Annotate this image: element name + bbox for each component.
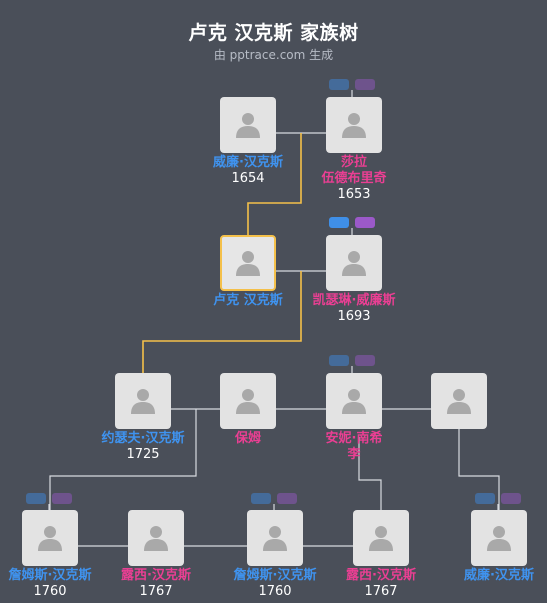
person-silhouette-icon [341, 387, 367, 415]
person-silhouette-icon [341, 249, 367, 277]
person-silhouette-icon [143, 524, 169, 552]
father-toggle-icon[interactable] [329, 355, 349, 366]
person-silhouette-icon [368, 524, 394, 552]
person-card[interactable] [326, 97, 382, 153]
person-name[interactable]: 威廉·汉克斯 [213, 155, 283, 170]
birth-year: 1693 [337, 309, 371, 324]
person-name[interactable]: 威廉·汉克斯 [464, 568, 534, 583]
mother-toggle-icon[interactable] [355, 79, 375, 90]
birth-year: 1767 [139, 584, 173, 599]
father-toggle-icon[interactable] [251, 493, 271, 504]
person-card[interactable] [326, 235, 382, 291]
person-card[interactable] [220, 97, 276, 153]
mother-toggle-icon[interactable] [355, 217, 375, 228]
child-line [358, 437, 382, 510]
person-card[interactable] [326, 373, 382, 429]
ancestor-line [142, 271, 302, 373]
father-toggle-icon[interactable] [329, 217, 349, 228]
person-name-line2[interactable]: 伍德布里奇 [321, 171, 387, 186]
person-card[interactable] [220, 235, 276, 291]
birth-year: 1760 [33, 584, 67, 599]
person-name[interactable]: 卢克 汉克斯 [213, 293, 283, 308]
person-name[interactable]: 詹姆斯·汉克斯 [8, 568, 92, 583]
person-name[interactable]: 詹姆斯·汉克斯 [233, 568, 317, 583]
mother-toggle-icon[interactable] [501, 493, 521, 504]
person-silhouette-icon [235, 387, 261, 415]
person-card[interactable] [128, 510, 184, 566]
mother-toggle-icon[interactable] [277, 493, 297, 504]
father-toggle-icon[interactable] [329, 79, 349, 90]
person-name[interactable]: 保姆 [234, 431, 261, 446]
person-card[interactable] [247, 510, 303, 566]
person-silhouette-icon [486, 524, 512, 552]
person-card[interactable] [431, 373, 487, 429]
mother-toggle-icon[interactable] [52, 493, 72, 504]
person-silhouette-icon [130, 387, 156, 415]
person-name-line2[interactable]: 李 [347, 447, 361, 462]
person-name[interactable]: 莎拉 [340, 155, 367, 170]
person-card[interactable] [220, 373, 276, 429]
ancestor-line [247, 133, 302, 235]
birth-year: 1654 [231, 171, 265, 186]
person-silhouette-icon [235, 249, 261, 277]
person-name[interactable]: 露西·汉克斯 [346, 568, 416, 583]
child-line [49, 409, 197, 510]
person-silhouette-icon [341, 111, 367, 139]
person-card[interactable] [22, 510, 78, 566]
birth-year: 1767 [364, 584, 398, 599]
person-name[interactable]: 约瑟夫·汉克斯 [101, 431, 185, 446]
birth-year: 1653 [337, 187, 371, 202]
person-name[interactable]: 安妮·南希 [325, 431, 383, 446]
birth-year: 1725 [126, 447, 160, 462]
person-silhouette-icon [262, 524, 288, 552]
birth-year: 1760 [258, 584, 292, 599]
person-silhouette-icon [446, 387, 472, 415]
page-title: 卢克 汉克斯 家族树 [188, 22, 359, 44]
page-subtitle: 由 pptrace.com 生成 [213, 48, 334, 62]
person-card[interactable] [471, 510, 527, 566]
person-silhouette-icon [235, 111, 261, 139]
person-silhouette-icon [37, 524, 63, 552]
person-name[interactable]: 露西·汉克斯 [121, 568, 191, 583]
person-card[interactable] [353, 510, 409, 566]
person-name[interactable]: 凯瑟琳·威廉斯 [312, 293, 396, 308]
person-card[interactable] [115, 373, 171, 429]
father-toggle-icon[interactable] [475, 493, 495, 504]
father-toggle-icon[interactable] [26, 493, 46, 504]
mother-toggle-icon[interactable] [355, 355, 375, 366]
child-line [458, 429, 500, 510]
